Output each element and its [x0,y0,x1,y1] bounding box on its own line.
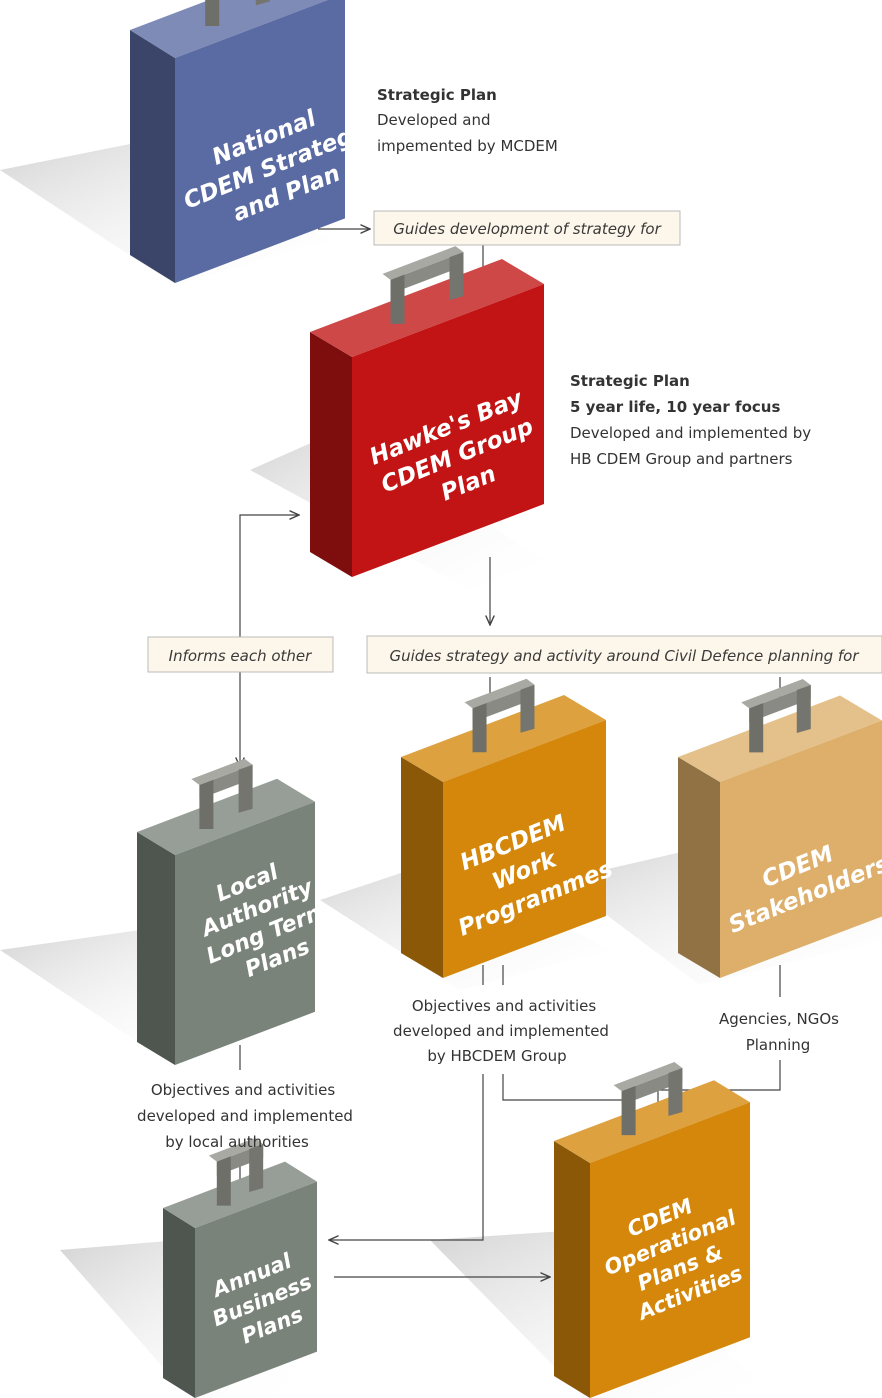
case-side-face [137,832,175,1065]
case-handle [613,1062,683,1136]
desc-work-programmes: Objectives and activities developed and … [393,997,609,1065]
case-handle [205,0,270,26]
case-front-face [720,720,882,978]
case-front-face [175,0,345,283]
desc-work-line-2: developed and implemented [393,1022,609,1040]
case-handle [191,758,253,830]
case-operational: CDEMOperationalPlans &Activities [554,1062,750,1398]
case-top-face [401,695,606,782]
desc-stakeholders-line-2: Planning [746,1036,811,1054]
desc-hb-line-1: Developed and implemented by [570,424,811,442]
case-top-face [678,695,882,782]
desc-hb-line-2: HB CDEM Group and partners [570,450,793,468]
case-top-face [554,1080,750,1163]
desc-local-line-1: Objectives and activities [151,1081,336,1099]
desc-local-line-2: developed and implemented [137,1107,353,1125]
case-handle [741,679,811,753]
case-side-face [401,757,443,978]
case-annual-business: AnnualBusinessPlans [163,1138,325,1398]
case-top-face [137,778,315,855]
guide-box-national: Guides development of strategy for [373,210,681,246]
desc-hb-title: Strategic Plan [570,372,690,390]
case-front-face [352,284,544,577]
case-side-face [554,1141,590,1398]
guide-informs-text: Informs each other [169,647,312,665]
desc-national-line-1: Developed and [377,111,491,129]
case-handle [464,678,535,753]
desc-national-title: Strategic Plan [377,86,497,104]
case-side-face [163,1208,195,1398]
desc-stakeholders-line-1: Agencies, NGOs [719,1010,839,1028]
case-top-face [163,1161,317,1228]
case-local-authority: LocalAuthorityLong TermPlans [137,758,332,1065]
arrow-informs-up [239,515,299,637]
case-front-face [443,720,606,978]
case-top-face [310,259,544,357]
case-side-face [130,30,175,283]
case-side-face [310,332,352,577]
case-top-face [130,0,328,58]
desc-local-authority: Objectives and activities developed and … [137,1081,353,1151]
desc-stakeholders: Agencies, NGOs Planning [719,1010,839,1054]
guide-civil-defence-text: Guides strategy and activity around Civi… [390,647,860,665]
case-hb-group: Hawke's BayCDEM GroupPlan [310,246,544,577]
case-front-face [590,1102,750,1398]
guide-box-informs: Informs each other [147,636,334,673]
guide-national-text: Guides development of strategy for [393,220,661,238]
case-front-face [195,1181,317,1398]
case-handle [208,1138,264,1206]
case-side-face [678,757,720,978]
case-label: AnnualBusinessPlans [199,1245,325,1357]
desc-work-line-3: by HBCDEM Group [427,1047,566,1065]
desc-national: Strategic Plan Developed and impemented … [377,86,558,155]
desc-national-line-2: impemented by MCDEM [377,137,558,155]
desc-work-line-1: Objectives and activities [412,997,597,1015]
arrow-work-to-annual [329,1074,484,1240]
guide-box-civil-defence: Guides strategy and activity around Civi… [366,635,882,674]
case-work-programmes: HBCDEMWorkProgrammes [401,678,616,978]
case-front-face [175,801,315,1065]
case-stakeholders: CDEMStakeholders [678,679,882,978]
case-national: NationalCDEM Strategyand Plan [130,0,372,283]
case-handle [382,246,464,324]
desc-hb-group: Strategic Plan 5 year life, 10 year focu… [570,372,811,468]
desc-hb-subtitle: 5 year life, 10 year focus [570,398,780,416]
desc-local-line-3: by local authorities [165,1133,309,1151]
